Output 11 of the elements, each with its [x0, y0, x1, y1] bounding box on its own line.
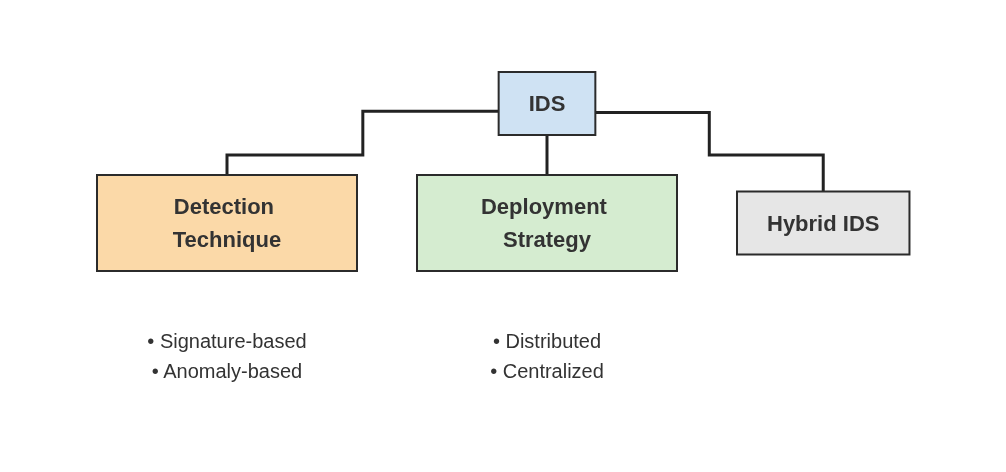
node-box: IDS [497, 70, 597, 136]
node-label: • Signature-based [147, 329, 307, 352]
connector [545, 133, 549, 176]
connector [595, 110, 825, 193]
node-box: Hybrid IDS [735, 190, 911, 255]
node-label: • Distributed [492, 329, 601, 352]
node-box: Detection Technique [95, 173, 358, 272]
node-box: Deployment Strategy [415, 173, 678, 272]
node-label: • Anomaly-based [151, 359, 302, 382]
connector [225, 109, 499, 176]
node-label: • Centralized [489, 359, 604, 382]
